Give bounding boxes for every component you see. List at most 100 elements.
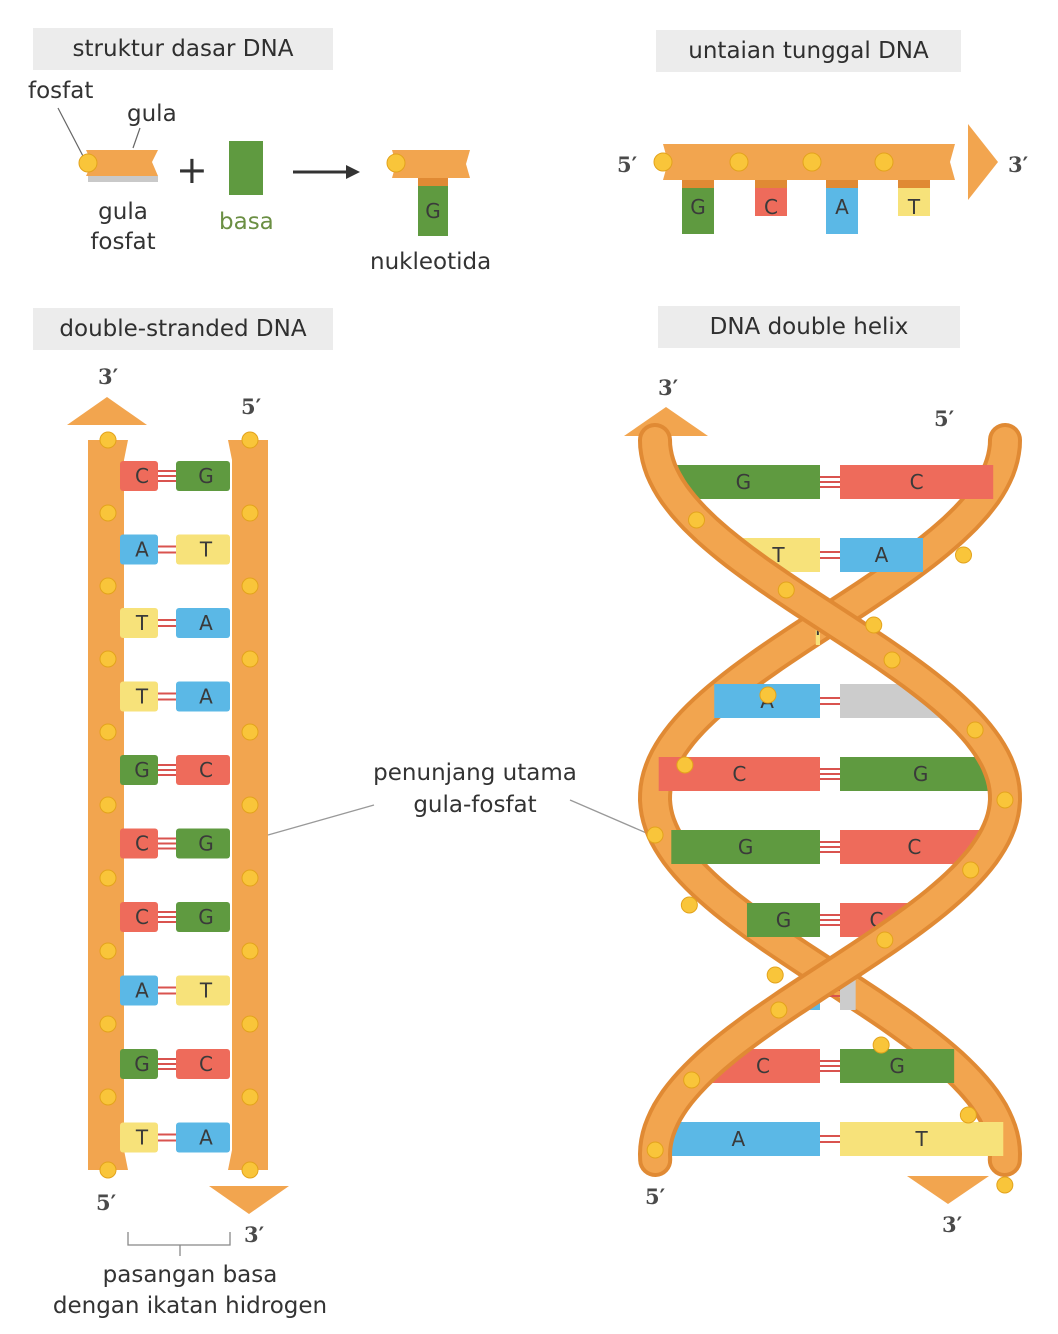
single-strand-base-2: A: [826, 180, 858, 234]
single-strand-phosphate-1: [729, 152, 749, 172]
label-backbone-line1: penunjang utama: [373, 760, 577, 786]
ladder-right-base: [176, 1122, 230, 1153]
single-strand-phosphate-2: [802, 152, 822, 172]
helix-hydrogen-bonds: [820, 841, 840, 853]
ladder-left-base-letter: T: [135, 611, 149, 635]
ladder-right-base-letter: T: [199, 979, 213, 1003]
ladder-left-base: [120, 681, 158, 712]
ladder-right-base-letter: A: [199, 611, 213, 635]
ladder-left-phosphate-10: [99, 1161, 117, 1179]
ladder-left-phosphate-4: [99, 723, 117, 741]
ladder-left-base-letter: G: [134, 758, 150, 782]
ladder-right-phosphate-9: [241, 1088, 259, 1106]
helix-hydrogen-bonds: [820, 1135, 840, 1143]
helix-right-5-end: 5′: [934, 406, 955, 431]
ladder-hydrogen-bonds: [158, 911, 176, 923]
nucleotide: G: [386, 150, 470, 236]
helix-hydrogen-bonds: [820, 768, 840, 780]
ladder-left-base: [120, 534, 158, 565]
ladder-left-base-letter: C: [135, 905, 149, 929]
single-strand-3-end: 3′: [1008, 152, 1029, 177]
ladder-right-phosphate-2: [241, 577, 259, 595]
single-strand-5-end: 5′: [617, 152, 638, 177]
helix-phosphate-a-7: [770, 1001, 788, 1019]
ladder-left-base: [120, 608, 158, 638]
ladder-hydrogen-bonds: [158, 470, 176, 482]
ladder-right-phosphate-4: [241, 723, 259, 741]
label-nukleotida: nukleotida: [370, 249, 492, 275]
helix-phosphate-b-8: [959, 1106, 977, 1124]
ladder-left-base: [120, 1049, 158, 1079]
helix-right-base: [840, 757, 1002, 791]
helix-right-base: [840, 1049, 955, 1083]
helix-phosphate-b-9: [996, 1176, 1014, 1194]
helix-right-base-letter: G: [913, 762, 929, 786]
ladder-hydrogen-bonds: [158, 1133, 176, 1142]
helix-left-base: [746, 903, 820, 937]
panel-title-double-helix: DNA double helix: [658, 306, 960, 348]
helix-left-base-letter: C: [756, 1054, 770, 1078]
helix-phosphate-a-8: [683, 1071, 701, 1089]
sugar-phosphate-unit: [57, 107, 158, 182]
ladder-right-base: [176, 1049, 230, 1079]
label-gula-fosfat-line1: gula: [98, 199, 148, 225]
helix-phosphate-a-1: [777, 581, 795, 599]
helix-right-base: [840, 538, 923, 572]
ladder-right-phosphate-0: [241, 431, 259, 449]
helix-left-3-end: 3′: [658, 375, 679, 400]
ladder-left-phosphate-7: [99, 942, 117, 960]
helix-left-base-letter: G: [736, 470, 752, 494]
helix-left-base: [671, 830, 820, 864]
ladder-right-base-letter: A: [199, 1126, 213, 1150]
helix-phosphate-b-4: [646, 826, 664, 844]
ladder-right-phosphate-10: [241, 1161, 259, 1179]
ladder-hydrogen-bonds: [158, 764, 176, 776]
helix-left-base-letter: T: [771, 543, 785, 567]
base-pair-bracket: [127, 1232, 231, 1256]
ladder-right-phosphate-1: [241, 504, 259, 522]
helix-left-base: [656, 1122, 820, 1156]
helix-phosphate-b-1: [865, 616, 883, 634]
label-basa: basa: [219, 209, 274, 235]
helix-hydrogen-bonds: [820, 1060, 840, 1072]
helix-phosphate-a-3: [966, 721, 984, 739]
helix-left-base-letter: G: [776, 908, 792, 932]
ladder-right-base: [176, 534, 230, 565]
helix-phosphate-a-6: [876, 931, 894, 949]
ladder-right-base-letter: G: [198, 832, 214, 856]
helix-phosphate-a-2: [883, 651, 901, 669]
helix-left-5-end: 5′: [645, 1184, 666, 1209]
helix-left-base-letter: C: [732, 762, 746, 786]
ladder-hydrogen-bonds: [158, 619, 176, 627]
helix-right-base-letter: A: [875, 543, 889, 567]
ladder-left-base-letter: G: [134, 1052, 150, 1076]
ladder-left-base-letter: T: [135, 685, 149, 709]
single-strand-base-block: [682, 188, 714, 234]
single-strand-base-letter: C: [764, 195, 778, 219]
helix-right-base: [840, 465, 994, 499]
ladder-left-base-letter: T: [135, 1126, 149, 1150]
ladder-right-phosphate-7: [241, 942, 259, 960]
helix-phosphate-b-0: [955, 546, 973, 564]
ladder-hydrogen-bonds: [158, 1058, 176, 1070]
single-strand-base-block: [826, 188, 858, 234]
single-strand-base-letter: G: [690, 195, 706, 219]
ladder-left-phosphate-2: [99, 577, 117, 595]
ladder-left-base: [120, 902, 158, 932]
ladder-right-phosphate-8: [241, 1015, 259, 1033]
helix-right-base: [840, 1122, 1004, 1156]
label-gula: gula: [127, 101, 177, 127]
panel-title-basic-structure: struktur dasar DNA: [33, 28, 333, 70]
ladder-right-base-letter: G: [198, 464, 214, 488]
ladder-hydrogen-bonds: [158, 692, 176, 701]
ladder-left-phosphate-5: [99, 796, 117, 814]
